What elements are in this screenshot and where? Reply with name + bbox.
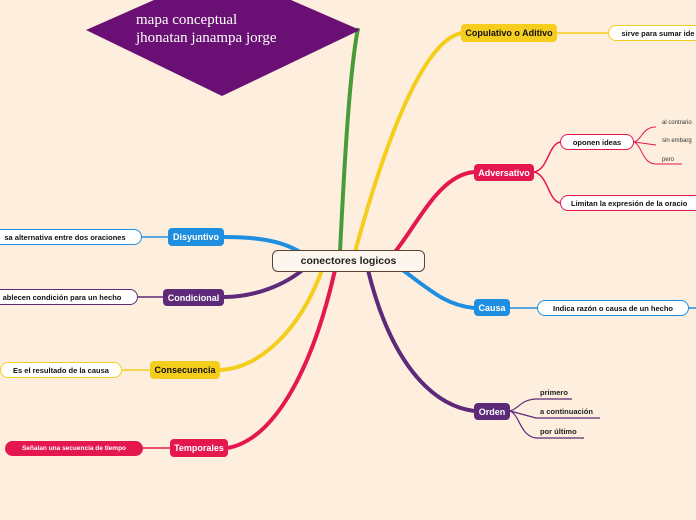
node-copulativo-desc[interactable]: sirve para sumar ide bbox=[608, 25, 696, 41]
central-topic[interactable]: conectores logicos bbox=[272, 250, 425, 272]
node-temporales[interactable]: Temporales bbox=[170, 439, 228, 457]
node-oponen-ideas[interactable]: oponen ideas bbox=[560, 134, 634, 150]
connector-disyuntivo bbox=[223, 235, 302, 254]
connector-copulativo bbox=[353, 31, 463, 253]
node-disyuntivo[interactable]: Disyuntivo bbox=[168, 228, 224, 246]
example-sin-embargo: sin embarg bbox=[662, 138, 692, 144]
connector-adversativo bbox=[393, 170, 475, 254]
node-condicional[interactable]: Condicional bbox=[163, 289, 224, 306]
title-line-2: jhonatan janampa jorge bbox=[136, 30, 277, 46]
node-temporales-desc[interactable]: Señalan una secuencia de tiempo bbox=[5, 441, 143, 456]
node-adversativo[interactable]: Adversativo bbox=[474, 164, 534, 181]
title-line-1: mapa conceptual bbox=[136, 12, 238, 28]
connector-orden bbox=[366, 269, 475, 413]
connector-consecuencia bbox=[219, 269, 324, 372]
connector-temporales bbox=[227, 269, 337, 450]
title-diamond bbox=[86, 0, 360, 96]
node-consecuencia[interactable]: Consecuencia bbox=[150, 361, 220, 379]
connector-causa bbox=[398, 266, 475, 310]
example-pero: pero bbox=[662, 157, 675, 163]
connector-title bbox=[338, 27, 360, 253]
node-condicional-desc[interactable]: ablecen condición para un hecho bbox=[0, 289, 138, 305]
node-consecuencia-desc[interactable]: Es el resultado de la causa bbox=[0, 362, 122, 378]
node-causa-desc[interactable]: Indica razón o causa de un hecho bbox=[537, 300, 689, 316]
node-limitan[interactable]: Limitan la expresión de la oracio bbox=[560, 195, 696, 211]
connector-condicional bbox=[223, 266, 307, 299]
example-al-contrario: al contrario bbox=[662, 120, 692, 126]
orden-item-primero: primero bbox=[540, 388, 568, 397]
node-disyuntivo-desc[interactable]: sa alternativa entre dos oraciones bbox=[0, 229, 142, 245]
node-copulativo[interactable]: Copulativo o Aditivo bbox=[461, 24, 557, 42]
node-causa[interactable]: Causa bbox=[474, 299, 510, 316]
orden-item-a-continuacion: a continuación bbox=[540, 407, 593, 416]
orden-item-por-ultimo: por último bbox=[540, 427, 577, 436]
node-orden[interactable]: Orden bbox=[474, 403, 510, 420]
